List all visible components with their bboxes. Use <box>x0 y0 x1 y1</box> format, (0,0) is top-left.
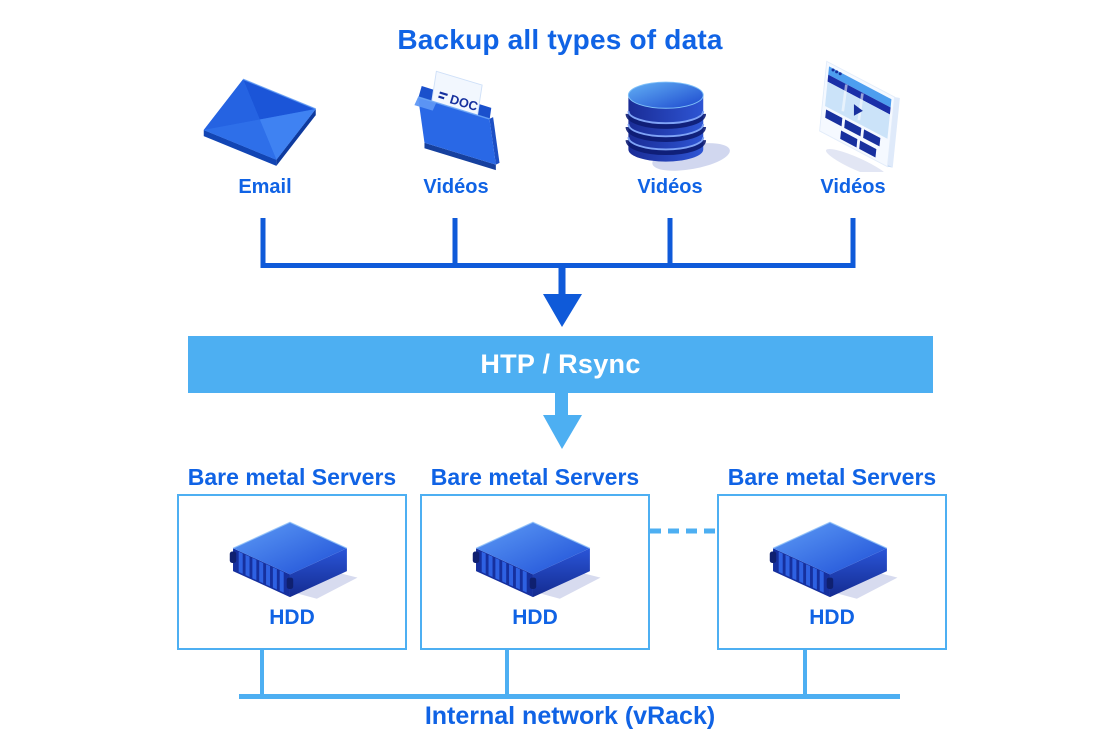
bare-metal-server-icon <box>229 521 358 599</box>
server-box: HDD <box>420 494 650 650</box>
server-group-3: Bare metal Servers <box>717 464 947 650</box>
storage-label: HDD <box>269 606 315 629</box>
storage-label: HDD <box>512 606 558 629</box>
server-title: Bare metal Servers <box>727 464 937 490</box>
storage-label: HDD <box>809 606 855 629</box>
network-label: Internal network (vRack) <box>424 702 716 730</box>
down-arrow-icon <box>543 294 582 327</box>
server-box: HDD <box>717 494 947 650</box>
source-video-player: Vidéos <box>763 58 943 199</box>
source-folder: DOC Vidéos <box>366 58 546 199</box>
email-envelope-icon <box>203 78 316 166</box>
source-label: Vidéos <box>637 176 703 198</box>
bare-metal-server-icon <box>472 521 601 599</box>
source-database: Vidéos <box>580 58 760 199</box>
source-label: Vidéos <box>820 176 886 198</box>
transport-banner: HTP / Rsync <box>188 336 933 393</box>
database-icon <box>625 81 730 171</box>
server-group-1: Bare metal Servers <box>177 464 407 650</box>
transport-label: HTP / Rsync <box>480 349 641 379</box>
light-arrow-stem <box>555 392 568 417</box>
bare-metal-server-icon <box>769 521 898 599</box>
source-label: Vidéos <box>423 176 489 198</box>
page-title: Backup all types of data <box>397 24 723 55</box>
server-title: Bare metal Servers <box>430 464 640 490</box>
doc-folder-icon: DOC <box>413 70 500 171</box>
server-group-2: Bare metal Servers <box>420 464 650 650</box>
source-label: Email <box>238 176 292 198</box>
server-title: Bare metal Servers <box>187 464 397 490</box>
light-down-arrow-icon <box>543 415 582 449</box>
server-box: HDD <box>177 494 407 650</box>
source-email: Email <box>175 58 355 199</box>
video-player-window-icon <box>818 60 900 172</box>
